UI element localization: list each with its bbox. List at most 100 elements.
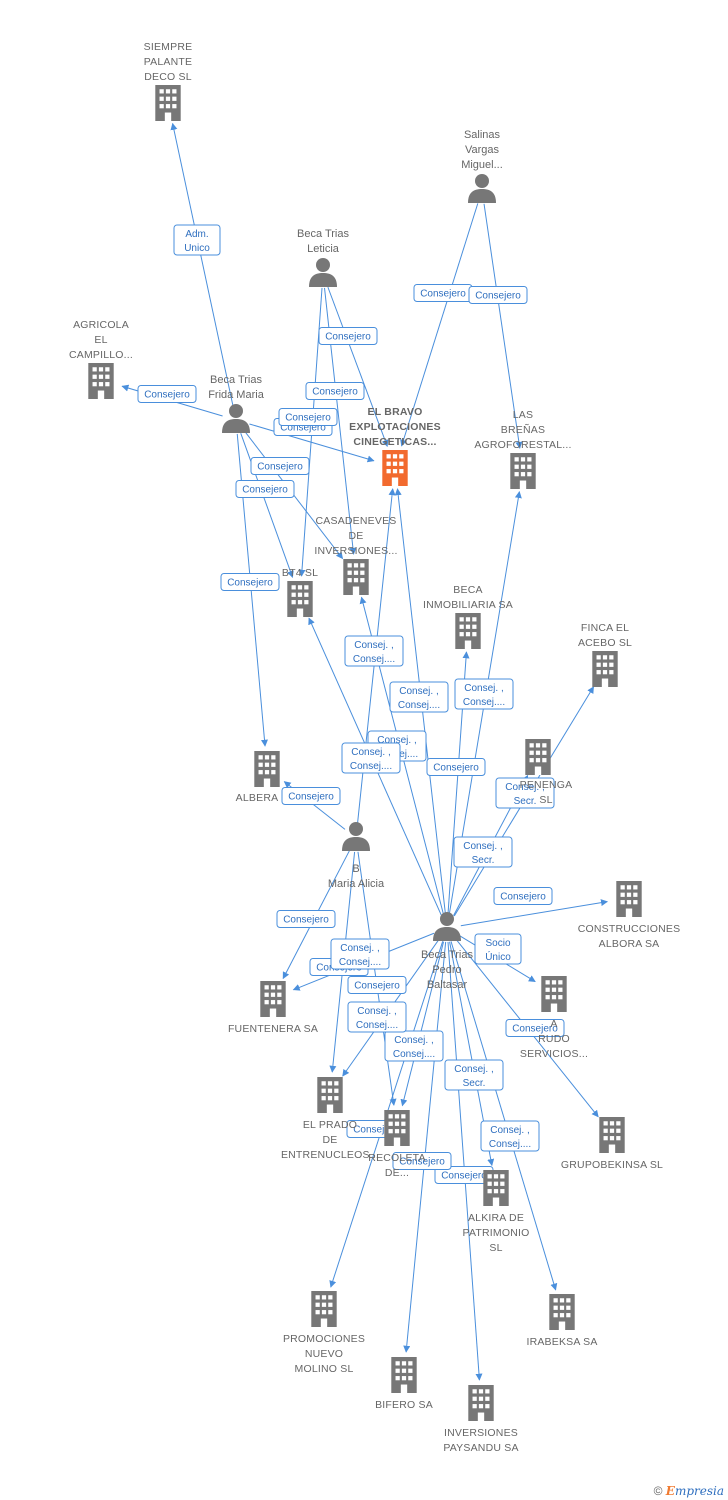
- edge-label-pedro-construcciones[interactable]: Consejero: [493, 887, 553, 905]
- node-label: BREÑAS: [501, 423, 545, 436]
- edge-label-text: Consejero: [285, 413, 331, 424]
- edge-label-pedro-recoleta[interactable]: Consej. ,Consej....: [384, 1030, 444, 1062]
- edge-label-leticia-bt4[interactable]: Consejero: [278, 408, 338, 426]
- node-bravo[interactable]: EL BRAVOEXPLOTACIONESCINEGETICAS...: [349, 406, 441, 486]
- edge-label-alicia-albera[interactable]: Consejero: [281, 787, 341, 805]
- building-icon: [260, 981, 286, 1017]
- node-label: SL: [489, 1242, 502, 1254]
- node-albera[interactable]: ALBERA: [236, 751, 280, 804]
- node-label: DE...: [385, 1167, 409, 1179]
- edge-label-text: Consejero: [227, 578, 273, 589]
- node-label: RUDO: [538, 1033, 570, 1045]
- node-servicios[interactable]: ARUDOSERVICIOS...: [520, 976, 588, 1060]
- edge-label-alicia-bravo[interactable]: Consej. ,Consej....: [341, 742, 401, 774]
- edge-label-text: Consejero: [475, 291, 521, 302]
- edge-label-pedro-irabeksa[interactable]: Consej. ,Consej....: [480, 1120, 540, 1152]
- edge-label-text: Consej....: [339, 957, 381, 968]
- building-icon: [468, 1385, 494, 1421]
- edge-label-text: Consejero: [144, 390, 190, 401]
- node-recoleta[interactable]: RECOLETADE...: [368, 1110, 426, 1179]
- edge-salinas-bravo: [400, 203, 479, 447]
- edge-label-text: Consejero: [325, 332, 371, 343]
- edge-label-frida-siempre[interactable]: Adm.Unico: [173, 224, 221, 256]
- edge-label-pedro-fuentenera[interactable]: Consejero: [347, 976, 407, 994]
- edge-label-frida-albera[interactable]: Consejero: [220, 573, 280, 591]
- edge-pedro-paysandu: [447, 941, 483, 1381]
- edge-label-pedro-prado[interactable]: Consej. ,Consej....: [347, 1001, 407, 1033]
- edge-label-leticia-casadeneves[interactable]: Consejero: [318, 327, 378, 345]
- node-irabeksa[interactable]: IRABEKSA SA: [526, 1294, 597, 1348]
- edge-label-pedro-casadeneves[interactable]: Consej. ,Consej....: [389, 681, 449, 713]
- node-label: PROMOCIONES: [283, 1333, 365, 1345]
- edge-label-text: Único: [485, 950, 511, 963]
- building-icon: [616, 881, 642, 917]
- node-bifero[interactable]: BIFERO SA: [375, 1357, 433, 1411]
- edge-label-leticia-bravo[interactable]: Consejero: [305, 382, 365, 400]
- person-icon: [468, 174, 496, 203]
- edge-label-salinas-brenas[interactable]: Consejero: [468, 286, 528, 304]
- node-label: DE: [323, 1134, 338, 1146]
- node-label: GRUPOBEKINSA SL: [561, 1159, 663, 1171]
- edge-label-pedro-beca_inm[interactable]: Consejero: [426, 758, 486, 776]
- edge-label-text: Consej....: [398, 700, 440, 711]
- building-icon: [541, 976, 567, 1012]
- node-label: INMOBILIARIA SA: [423, 599, 513, 611]
- node-prado[interactable]: EL PRADODEENTRENUCLEOS...: [281, 1077, 379, 1161]
- edge-label-frida-bt4[interactable]: Consejero: [250, 457, 310, 475]
- node-label: A: [550, 1018, 557, 1030]
- edge-label-pedro-brenas[interactable]: Consej. , Consej....: [454, 678, 514, 710]
- edge-label-text: Consej....: [350, 761, 392, 772]
- edge-label-alicia-fuentenera[interactable]: Consejero: [276, 910, 336, 928]
- building-icon: [549, 1294, 575, 1330]
- node-label: BT4 SL: [282, 567, 318, 579]
- person-icon: [222, 404, 250, 433]
- node-label: ENTRENUCLEOS...: [281, 1149, 379, 1161]
- edge-label-salinas-bravo[interactable]: Consejero: [413, 284, 473, 302]
- node-casadeneves[interactable]: CASADENEVESDEINVERSIONES...: [314, 515, 397, 595]
- edge-label-pedro-finca[interactable]: Consej. ,Secr.: [495, 777, 555, 809]
- node-grupobekinsa[interactable]: GRUPOBEKINSA SL: [561, 1117, 663, 1171]
- edge-label-alicia-recoleta[interactable]: Consej. ,Consej....: [330, 938, 390, 970]
- node-label: Salinas: [464, 129, 501, 141]
- edge-label-text: Consej. ,: [464, 683, 503, 694]
- edge-label-text: Consejero: [433, 763, 479, 774]
- edge-label-pedro-bravo[interactable]: Consej. ,Consej....: [344, 635, 404, 667]
- node-label: BIFERO SA: [375, 1399, 433, 1411]
- edge-label-frida-agricola[interactable]: Consejero: [137, 385, 197, 403]
- node-brenas[interactable]: LASBREÑASAGROFORESTAL...: [474, 409, 571, 489]
- edge-label-text: Consej. ,: [377, 735, 416, 746]
- node-label: Miguel...: [461, 159, 503, 171]
- building-icon: [483, 1170, 509, 1206]
- node-label: Baltasar: [427, 979, 468, 991]
- edge-label-pedro-grupobekinsa[interactable]: Consejero: [505, 1019, 565, 1037]
- edge-label-text: Consej....: [463, 697, 505, 708]
- node-label: FINCA EL: [581, 622, 629, 634]
- edge-label-pedro-penenga[interactable]: Consej. ,Secr.: [453, 836, 513, 868]
- edge-label-frida-casadeneves[interactable]: Consejero: [235, 480, 295, 498]
- node-salinas[interactable]: SalinasVargasMiguel...: [461, 129, 503, 203]
- edge-label-pedro-alkira[interactable]: Consej. ,Secr.: [444, 1059, 504, 1091]
- edge-frida-siempre: [170, 122, 234, 407]
- footer-brand[interactable]: © Empresia: [654, 1484, 724, 1498]
- node-label: FUENTENERA SA: [228, 1023, 318, 1035]
- node-label: AGRICOLA: [73, 319, 129, 331]
- node-fuentenera[interactable]: FUENTENERA SA: [228, 981, 318, 1035]
- edge-label-pedro-bifero[interactable]: Consejero: [392, 1152, 452, 1170]
- node-agricola[interactable]: AGRICOLAELCAMPILLO...: [69, 319, 133, 399]
- node-label: Leticia: [307, 243, 340, 255]
- edge-label-text: Consej....: [356, 1020, 398, 1031]
- node-bt4[interactable]: BT4 SL: [282, 567, 318, 617]
